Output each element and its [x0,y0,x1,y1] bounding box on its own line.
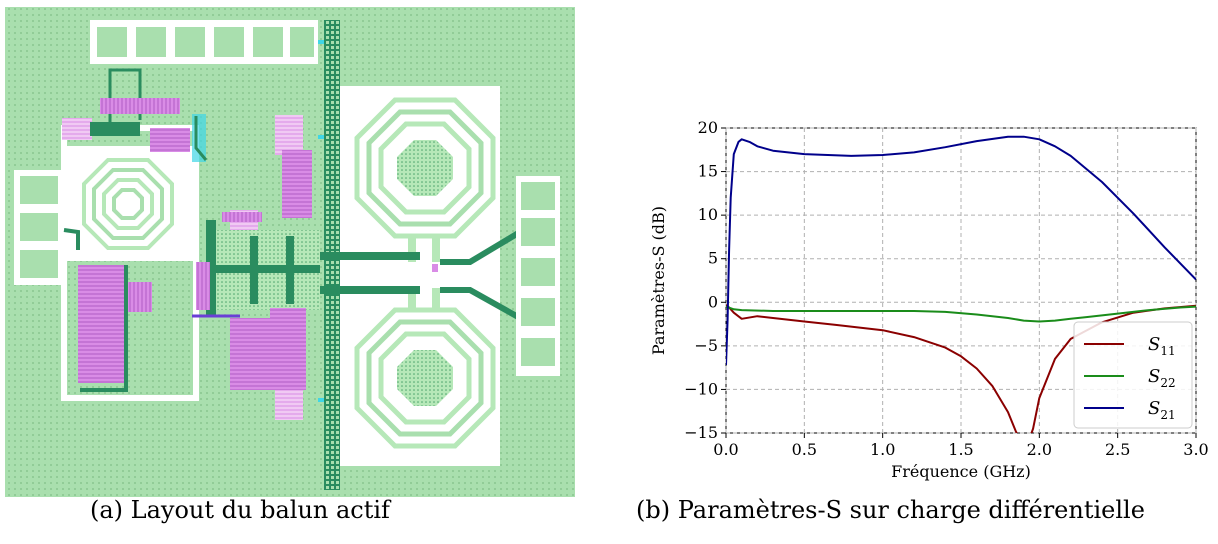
caption-s-parameters: (b) Paramètres-S sur charge différentiel… [636,496,1145,524]
right-pads [516,176,560,376]
y-tick-label: −10 [684,379,718,398]
y-tick-label: −5 [694,336,718,355]
y-tick-label: −15 [684,423,718,442]
bottom-left-capacitor [78,265,126,383]
caption-layout: (a) Layout du balun actif [90,496,390,524]
x-tick-label: 2.5 [1105,440,1130,459]
axis-ticks: 0.0 0.5 1.0 1.5 2.0 2.5 3.0 −15 −10 −5 0 5 10 15 20 [684,118,1208,459]
balun-layout-drawing [5,7,575,497]
lower-octagon-transformer [354,307,496,449]
series-line-s11 [726,304,1196,433]
x-tick-label: 0.5 [792,440,817,459]
y-tick-label: 20 [698,118,718,137]
y-tick-label: 0 [708,292,718,311]
legend-box [1073,321,1193,429]
upper-octagon-transformer [354,97,496,239]
y-tick-label: 5 [708,249,718,268]
small-octagon-inductor [82,158,174,250]
y-axis-title: Paramètres-S (dB) [649,206,668,355]
x-tick-label: 1.0 [870,440,895,459]
top-pad-row [90,20,318,64]
x-tick-label: 0.0 [713,440,738,459]
left-pads [14,170,64,285]
grid [725,127,1197,434]
series-line-s22 [726,305,1196,323]
y-tick-label: 15 [698,162,718,181]
x-axis-title: Fréquence (GHz) [891,462,1031,481]
series-line-s21 [726,135,1196,366]
y-tick-label: 10 [698,205,718,224]
x-tick-label: 2.0 [1027,440,1052,459]
x-tick-label: 3.0 [1183,440,1208,459]
x-tick-label: 1.5 [948,440,973,459]
series-lines [726,135,1196,433]
s-parameter-chart: 0.0 0.5 1.0 1.5 2.0 2.5 3.0 −15 −10 −5 0 5 10 15 20 Fr… [649,118,1209,481]
